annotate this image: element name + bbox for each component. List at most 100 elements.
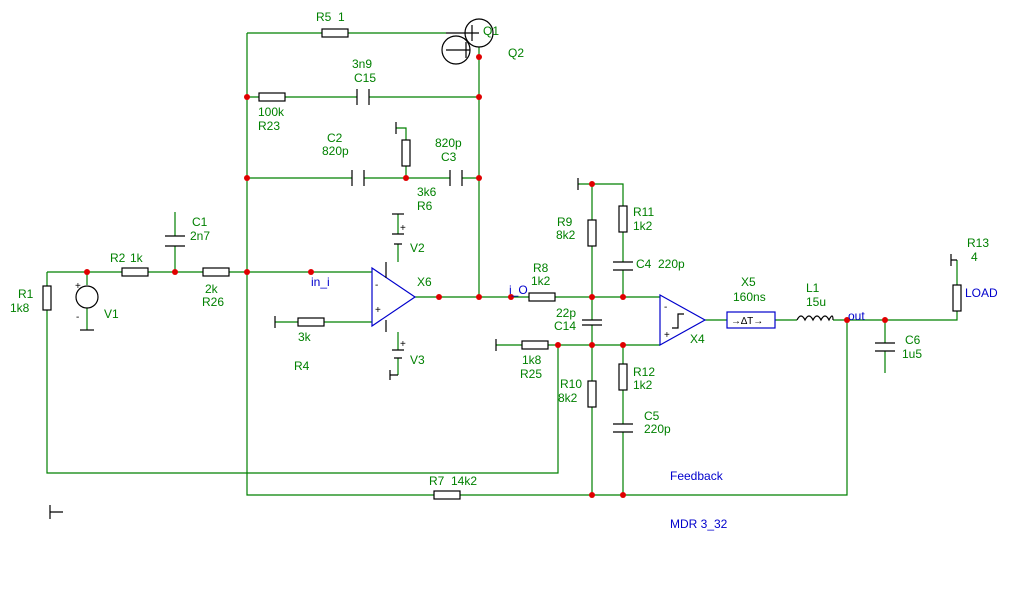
label-x5-value: 160ns — [733, 290, 766, 304]
label-r6-value: 3k6 — [417, 185, 437, 199]
label-c3-value: 820p — [435, 136, 462, 150]
label-r1-name: R1 — [18, 287, 34, 301]
capacitor-c2[interactable] — [351, 170, 365, 186]
label-r10-value: 8k2 — [558, 391, 578, 405]
svg-text:-: - — [76, 312, 79, 323]
capacitor-c3[interactable] — [449, 170, 463, 186]
label-v1: V1 — [104, 307, 119, 321]
resistor-r4[interactable] — [297, 317, 325, 327]
wires — [46, 32, 958, 496]
resistors — [42, 28, 962, 500]
label-c4-name: C4 — [636, 257, 652, 271]
label-c14-value: 22p — [556, 306, 576, 320]
ground-icon — [389, 370, 398, 380]
label-c15-name: C15 — [354, 71, 376, 85]
opamp-x6[interactable]: - + — [371, 262, 417, 332]
feedback-label: Feedback — [670, 469, 724, 483]
resistor-r10[interactable] — [587, 380, 597, 408]
sources: + - + + — [49, 122, 957, 519]
label-v3: V3 — [410, 353, 425, 367]
battery-v3[interactable] — [392, 349, 404, 359]
ground-icon — [49, 505, 63, 519]
label-r9-value: 8k2 — [556, 228, 576, 242]
label-r6-name: R6 — [417, 199, 433, 213]
capacitor-c4[interactable] — [613, 261, 633, 271]
label-r8-name: R8 — [533, 261, 549, 275]
label-q1: Q1 — [483, 24, 499, 38]
component-labels: R1 1k8 V1 R2 1k C1 2n7 2k R26 3k R4 R5 1… — [10, 10, 989, 488]
junction-nodes — [84, 54, 888, 498]
label-r4-name: R4 — [294, 359, 310, 373]
resistor-r26[interactable] — [202, 267, 230, 277]
voltage-source-v1[interactable] — [75, 285, 99, 309]
label-x6: X6 — [417, 275, 432, 289]
comparator-x4[interactable]: - + — [659, 293, 707, 347]
resistor-r7[interactable] — [433, 490, 461, 500]
label-r9-name: R9 — [557, 215, 573, 229]
battery-v2[interactable] — [392, 233, 404, 245]
capacitor-c15[interactable] — [356, 89, 370, 105]
capacitors — [165, 89, 895, 433]
label-q2: Q2 — [508, 46, 524, 60]
resistor-r11[interactable] — [618, 205, 628, 233]
label-c14-name: C14 — [554, 319, 576, 333]
label-r26-value: 2k — [205, 282, 219, 296]
label-c4-value: 220p — [658, 257, 685, 271]
label-r2-value: 1k — [130, 251, 144, 265]
delay-x5[interactable]: →∆T→ — [726, 311, 776, 329]
label-r12-value: 1k2 — [633, 378, 653, 392]
label-r2-name: R2 — [110, 251, 126, 265]
label-r1-value: 1k8 — [10, 301, 30, 315]
resistor-r13[interactable] — [952, 284, 962, 312]
label-v2: V2 — [410, 241, 425, 255]
label-r25-name: R25 — [520, 367, 542, 381]
capacitor-c6[interactable] — [875, 342, 895, 352]
svg-text:-: - — [664, 302, 667, 313]
resistor-r23[interactable] — [258, 92, 286, 102]
label-r10-name: R10 — [560, 377, 582, 391]
svg-text:+: + — [400, 223, 406, 234]
svg-text:+: + — [664, 330, 670, 341]
svg-text:-: - — [375, 280, 378, 291]
label-r11-name: R11 — [633, 205, 654, 219]
resistor-r1[interactable] — [42, 285, 52, 311]
capacitor-c14[interactable] — [582, 319, 602, 326]
label-r23-value: 100k — [258, 105, 285, 119]
schematic-title: MDR 3_32 — [670, 517, 728, 531]
resistor-r6[interactable] — [401, 139, 411, 167]
label-r13-name: R13 — [967, 236, 989, 250]
label-c5-value: 220p — [644, 422, 671, 436]
net-label-i-o: i_O — [509, 283, 528, 297]
label-c6-value: 1u5 — [902, 347, 922, 361]
resistor-r12[interactable] — [618, 363, 628, 391]
svg-text:→∆T→: →∆T→ — [731, 316, 763, 327]
capacitor-c1[interactable] — [165, 235, 185, 247]
resistor-r2[interactable] — [121, 267, 149, 277]
label-x5-name: X5 — [741, 275, 756, 289]
net-labels: in_i i_O out LOAD Feedback MDR 3_32 — [311, 275, 998, 531]
label-c3-name: C3 — [441, 150, 457, 164]
capacitor-c5[interactable] — [613, 423, 633, 433]
label-x4: X4 — [690, 332, 705, 346]
net-label-in-i: in_i — [311, 275, 330, 289]
label-r5-name: R5 — [316, 10, 332, 24]
label-c15-value: 3n9 — [352, 57, 372, 71]
ground-icon — [950, 254, 957, 266]
label-c2-value: 820p — [322, 144, 349, 158]
label-r23-name: R23 — [258, 119, 280, 133]
label-r8-value: 1k2 — [531, 274, 551, 288]
label-r26-name: R26 — [202, 295, 224, 309]
label-r13-value: 4 — [971, 250, 978, 264]
inductor-l1[interactable] — [796, 315, 834, 322]
resistor-r9[interactable] — [587, 219, 597, 247]
label-r4-value: 3k — [298, 330, 312, 344]
label-r5-value: 1 — [338, 10, 345, 24]
label-r7-name: R7 — [429, 474, 445, 488]
transistors-q1-q2[interactable] — [441, 18, 494, 65]
resistor-r8[interactable] — [528, 292, 556, 302]
resistor-r25[interactable] — [521, 340, 549, 350]
label-l1-name: L1 — [806, 281, 820, 295]
resistor-r5[interactable] — [321, 28, 349, 38]
net-label-load: LOAD — [965, 286, 998, 300]
